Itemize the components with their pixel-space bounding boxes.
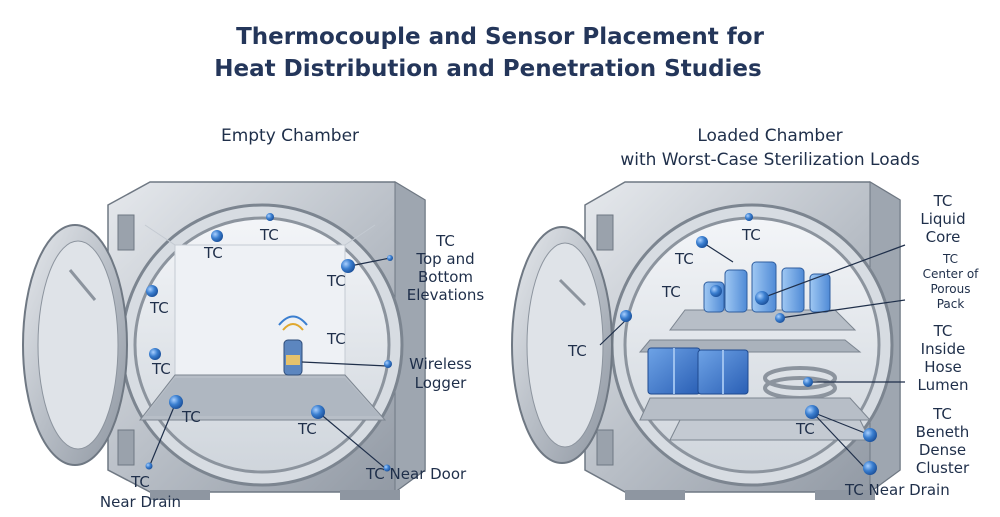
loaded-chamber-heading-1: Loaded Chamber: [697, 126, 843, 146]
empty-chamber-heading: Empty Chamber: [220, 126, 360, 146]
callout-line1: Inside: [920, 340, 966, 358]
sensor-drain-marker-loaded: [863, 461, 877, 475]
callout-line3: Pack: [936, 297, 965, 311]
callout-hose-lumen: TC Inside Hose Lumen: [908, 322, 978, 394]
callout-tc: TC: [933, 192, 953, 210]
callout-line2: Hose: [924, 358, 962, 376]
sensor-bottom-right: [311, 405, 325, 419]
callout-text: Near Drain: [99, 493, 182, 511]
callout-line1: Liquid: [920, 210, 966, 228]
callout-line3: Lumen: [917, 376, 969, 394]
tc-label-center-right: TC: [327, 330, 346, 348]
sensor-left-upper: [146, 285, 158, 297]
tc-label-top-center-loaded: TC: [742, 226, 761, 244]
callout-tc: TC: [366, 465, 385, 483]
callout-tc: TC: [845, 481, 864, 499]
callout-line2: Dense: [918, 441, 967, 459]
callout-text: Near Drain: [868, 481, 950, 499]
callout-line1: Center of: [922, 267, 979, 281]
callout-line2: Bottom: [417, 268, 474, 286]
sensor-logger-marker: [384, 360, 392, 368]
callout-near-door: TC Near Door: [366, 465, 466, 483]
callout-line2: Core: [925, 228, 961, 246]
title-line-1: Thermocouple and Sensor Placement for: [236, 24, 764, 50]
tc-label-left-lower: TC: [152, 360, 171, 378]
sensor-elevation-marker: [387, 255, 393, 261]
sensor-hose-lumen: [803, 377, 813, 387]
callout-tc: TC: [933, 405, 952, 423]
callout-line1: Top and: [416, 250, 475, 268]
loaded-chamber-heading-2: with Worst-Case Sterilization Loads: [620, 150, 920, 170]
tc-label-left-upper: TC: [150, 299, 169, 317]
callout-text: Near Door: [389, 465, 467, 483]
callout-line2: Porous: [930, 282, 971, 296]
tc-label-bottom-right: TC: [298, 420, 317, 438]
callout-wireless-logger: Wireless Logger: [398, 355, 483, 393]
tc-label-top-center: TC: [260, 226, 279, 244]
tc-label-upper-left-loaded: TC: [662, 283, 681, 301]
right-autoclave: [511, 181, 906, 500]
tc-label-top-right: TC: [327, 272, 346, 290]
tc-label-bottom-left: TC: [182, 408, 201, 426]
sensor-top-right: [341, 259, 355, 273]
tc-label-bottom-loaded: TC: [796, 420, 815, 438]
callout-line3: Cluster: [915, 459, 970, 477]
title-line-2: Heat Distribution and Penetration Studie…: [214, 56, 762, 82]
callout-line1: Beneth: [915, 423, 970, 441]
sensor-drain-marker: [145, 462, 153, 470]
sensor-bottom-left: [169, 395, 183, 409]
left-autoclave: [22, 181, 426, 500]
sensor-upper-rack: [710, 285, 722, 297]
callout-tc: TC: [436, 232, 455, 250]
sensor-door-marker: [383, 464, 391, 472]
callout-line3: Elevations: [406, 286, 485, 304]
callout-tc: TC: [933, 322, 953, 340]
sensor-dense-cluster-marker: [863, 428, 877, 442]
tc-label-top-left: TC: [204, 244, 223, 262]
callout-line1: Wireless: [409, 355, 472, 373]
tc-label-top-left-loaded: TC: [675, 250, 694, 268]
sensor-left-wall-loaded: [620, 310, 632, 322]
callout-tc: TC: [942, 252, 958, 266]
sensor-top-left: [211, 230, 223, 242]
sensor-liquid-core: [755, 291, 769, 305]
sensor-top-left-loaded: [696, 236, 708, 248]
callout-line2: Logger: [414, 374, 467, 392]
callout-near-drain-loaded: TC Near Drain: [845, 481, 950, 499]
tc-label-left-wall-loaded: TC: [568, 342, 587, 360]
sensor-bottom-loaded: [805, 405, 819, 419]
sensor-left-lower: [149, 348, 161, 360]
callout-top-bottom-elevations: TC Top and Bottom Elevations: [398, 232, 493, 304]
callout-porous-pack: TC Center of Porous Pack: [908, 252, 993, 312]
sensor-top-center: [266, 213, 274, 221]
callout-dense-cluster: TC Beneth Dense Cluster: [900, 405, 985, 477]
callout-near-drain: TC Near Drain: [88, 472, 193, 512]
sensor-porous-pack: [775, 313, 785, 323]
callout-tc: TC: [131, 473, 150, 491]
sensor-top-center-loaded: [745, 213, 753, 221]
callout-liquid-core: TC Liquid Core: [908, 192, 978, 246]
